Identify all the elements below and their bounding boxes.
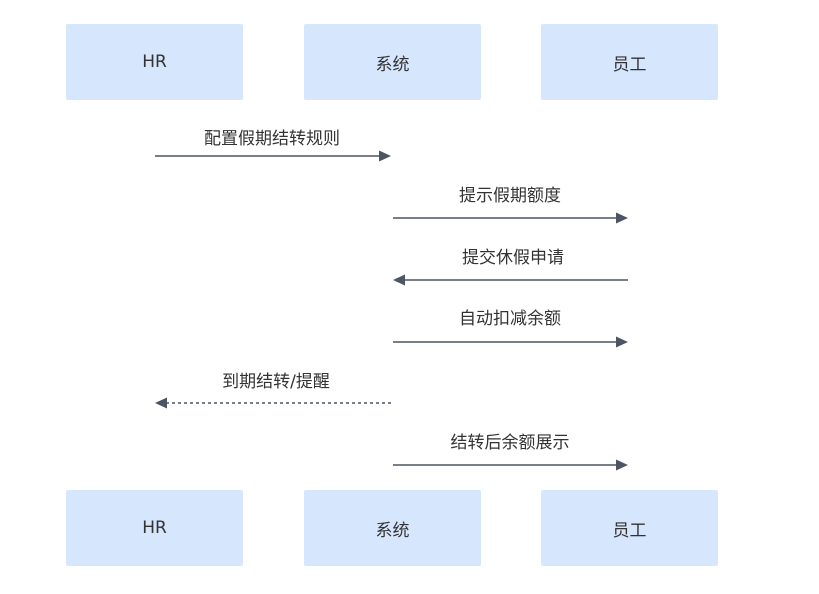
actor-label: 系统 — [375, 54, 410, 75]
arrowhead-right-icon — [379, 150, 391, 162]
arrowhead-right-icon — [616, 459, 628, 471]
actor-system-top: 系统 — [304, 24, 481, 100]
actor-label: HR — [142, 518, 167, 538]
actor-employee-top: 员工 — [541, 24, 718, 100]
message-label-auto-deduct: 自动扣减余额 — [459, 309, 561, 329]
message-label-quota-hint: 提示假期额度 — [459, 186, 561, 206]
actor-label: HR — [142, 52, 167, 72]
actor-label: 员工 — [612, 520, 647, 541]
arrowhead-left-icon — [393, 274, 405, 286]
message-label-submit-leave: 提交休假申请 — [462, 248, 564, 268]
actor-system-bottom: 系统 — [304, 490, 481, 566]
actor-hr-bottom: HR — [66, 490, 243, 566]
arrowhead-right-icon — [616, 212, 628, 224]
actor-hr-top: HR — [66, 24, 243, 100]
actor-label: 系统 — [375, 520, 410, 541]
message-label-expiry-reminder: 到期结转/提醒 — [222, 372, 330, 392]
message-label-configure-rules: 配置假期结转规则 — [204, 129, 340, 149]
arrowhead-right-icon — [616, 336, 628, 348]
arrowhead-left-icon — [155, 397, 167, 409]
actor-label: 员工 — [612, 54, 647, 75]
message-label-balance-display: 结转后余额展示 — [450, 433, 570, 453]
actor-employee-bottom: 员工 — [541, 490, 718, 566]
